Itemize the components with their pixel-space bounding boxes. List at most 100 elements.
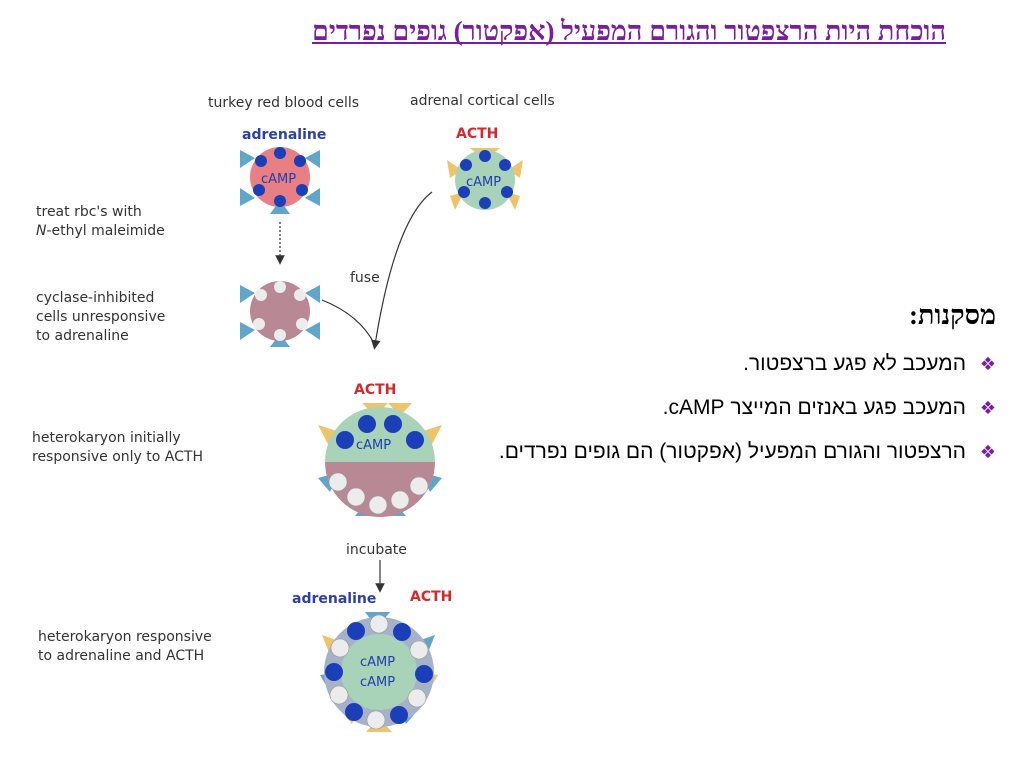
diamond-bullet-icon: ❖	[979, 354, 996, 374]
adrenaline-receptor	[305, 150, 320, 168]
adenylyl-cyclase	[499, 159, 511, 171]
cyclase	[345, 703, 363, 721]
acth-receptor	[508, 160, 523, 178]
adrenaline-receptor	[305, 188, 320, 206]
inactive-cyclase	[409, 476, 429, 496]
acth-receptor	[447, 160, 462, 178]
label-acth-hetero1: ACTH	[354, 382, 396, 398]
adenylyl-cyclase	[358, 415, 376, 433]
inactive-cyclase	[328, 472, 348, 492]
page-title-text: הוכחת היות הרצפטור והגורם המפעיל (אפקטור…	[311, 16, 946, 46]
label-hetero2-line2: to adrenaline and ACTH	[38, 648, 204, 664]
adenylyl-cyclase	[479, 150, 491, 162]
label-hetero1-line2: responsive only to ACTH	[32, 449, 203, 465]
conclusions-list: ❖ המעכב לא פגע ברצפטור. ❖ המעכב פגע באנז…	[476, 347, 996, 469]
label-incubate: incubate	[346, 542, 407, 558]
label-hetero1-line1: heterokaryon initially	[32, 430, 181, 446]
heterokaryon-adrenal-half	[325, 407, 435, 462]
cyclase	[369, 614, 389, 634]
cyclase	[407, 688, 427, 708]
label-treat-line1: treat rbc's with	[36, 204, 142, 220]
adenylyl-cyclase	[274, 195, 286, 207]
camp-label-rbc: cAMP	[261, 172, 296, 187]
acth-receptor	[318, 425, 340, 448]
cyclase	[409, 640, 429, 660]
cyclase	[325, 663, 343, 681]
adrenal-cell: cAMP	[447, 148, 523, 210]
inactive-cyclase	[346, 487, 366, 507]
label-inhibited-line2: cells unresponsive	[36, 309, 165, 325]
cyclase	[393, 623, 411, 641]
title-underline	[311, 42, 946, 44]
conclusion-text: המעכב פגע באנזים המייצר cAMP.	[662, 396, 966, 419]
cyclase	[390, 706, 408, 724]
cyclase	[347, 622, 365, 640]
camp-label-hetero2-b: cAMP	[360, 675, 395, 690]
label-acth-hetero2: ACTH	[410, 589, 452, 605]
camp-label-hetero1: cAMP	[356, 438, 391, 453]
acth-receptor	[420, 425, 442, 448]
adenylyl-cyclase	[458, 186, 470, 198]
cyclase	[329, 685, 349, 705]
diamond-bullet-icon: ❖	[979, 442, 996, 462]
adrenaline-receptor	[240, 285, 255, 303]
adrenaline-receptor	[240, 322, 255, 340]
conclusions-heading: מסקנות:	[909, 300, 996, 330]
label-adrenaline-hetero2: adrenaline	[292, 591, 376, 607]
rbc-cell: cAMP	[240, 147, 320, 214]
label-hetero2-line1: heterokaryon responsive	[38, 629, 212, 645]
camp-label-adrenal: cAMP	[466, 175, 501, 190]
cyclase	[415, 665, 433, 683]
adenylyl-cyclase	[501, 186, 513, 198]
adenylyl-cyclase	[406, 431, 424, 449]
label-acth-top: ACTH	[456, 126, 498, 142]
adenylyl-cyclase	[255, 155, 267, 167]
adenylyl-cyclase	[296, 184, 308, 196]
adenylyl-cyclase	[460, 159, 472, 171]
cyclase	[366, 710, 386, 730]
label-turkey-rbc: turkey red blood cells	[208, 95, 359, 111]
arrow-fuse-right	[371, 191, 433, 350]
conclusion-item: ❖ המעכב לא פגע ברצפטור.	[476, 347, 996, 381]
conclusions-panel: מסקנות: ❖ המעכב לא פגע ברצפטור. ❖ המעכב …	[476, 300, 996, 479]
heterokaryon-responsive: cAMP cAMP	[320, 612, 438, 732]
adrenaline-receptor	[305, 285, 320, 303]
inactive-cyclase	[255, 289, 267, 301]
heterokaryon-fused-cytoplasm	[341, 634, 417, 710]
adrenaline-receptor	[305, 322, 320, 340]
adenylyl-cyclase	[253, 184, 265, 196]
label-treat-rest: -ethyl maleimide	[46, 223, 164, 239]
cyclase	[330, 638, 350, 658]
label-adrenaline-top: adrenaline	[242, 127, 326, 143]
label-inhibited-line3: to adrenaline	[36, 328, 129, 344]
label-treat-n: N	[36, 223, 47, 239]
adenylyl-cyclase	[336, 431, 354, 449]
label-inhibited-line1: cyclase-inhibited	[36, 290, 154, 306]
inhibited-cell	[240, 281, 320, 347]
arrow-fuse-left	[321, 299, 376, 346]
inactive-cyclase	[294, 289, 306, 301]
label-treat-line2: N-ethyl maleimide	[36, 223, 165, 239]
inactive-cyclase	[253, 318, 265, 330]
adrenaline-receptor	[240, 188, 255, 206]
conclusion-text: הרצפטור והגורם המפעיל (אפקטור) הם גופים …	[498, 440, 966, 463]
adrenaline-receptor	[240, 150, 255, 168]
label-adrenal-cells: adrenal cortical cells	[410, 93, 555, 109]
inactive-cyclase	[390, 490, 410, 510]
diamond-bullet-icon: ❖	[979, 398, 996, 418]
label-fuse: fuse	[350, 270, 380, 286]
adenylyl-cyclase	[384, 415, 402, 433]
adenylyl-cyclase	[294, 155, 306, 167]
page-title: הוכחת היות הרצפטור והגורם המפעיל (אפקטור…	[311, 16, 946, 47]
inactive-cyclase	[274, 281, 286, 293]
conclusion-item: ❖ המעכב פגע באנזים המייצר cAMP.	[476, 391, 996, 425]
acth-receptor	[388, 403, 412, 416]
inactive-cyclase	[368, 495, 388, 515]
camp-label-hetero2-a: cAMP	[360, 655, 395, 670]
inactive-cyclase	[296, 318, 308, 330]
adenylyl-cyclase	[274, 147, 286, 159]
heterokaryon-initial: cAMP	[318, 403, 442, 517]
conclusion-item: ❖ הרצפטור והגורם המפעיל (אפקטור) הם גופי…	[476, 435, 996, 469]
inactive-cyclase	[274, 329, 286, 341]
